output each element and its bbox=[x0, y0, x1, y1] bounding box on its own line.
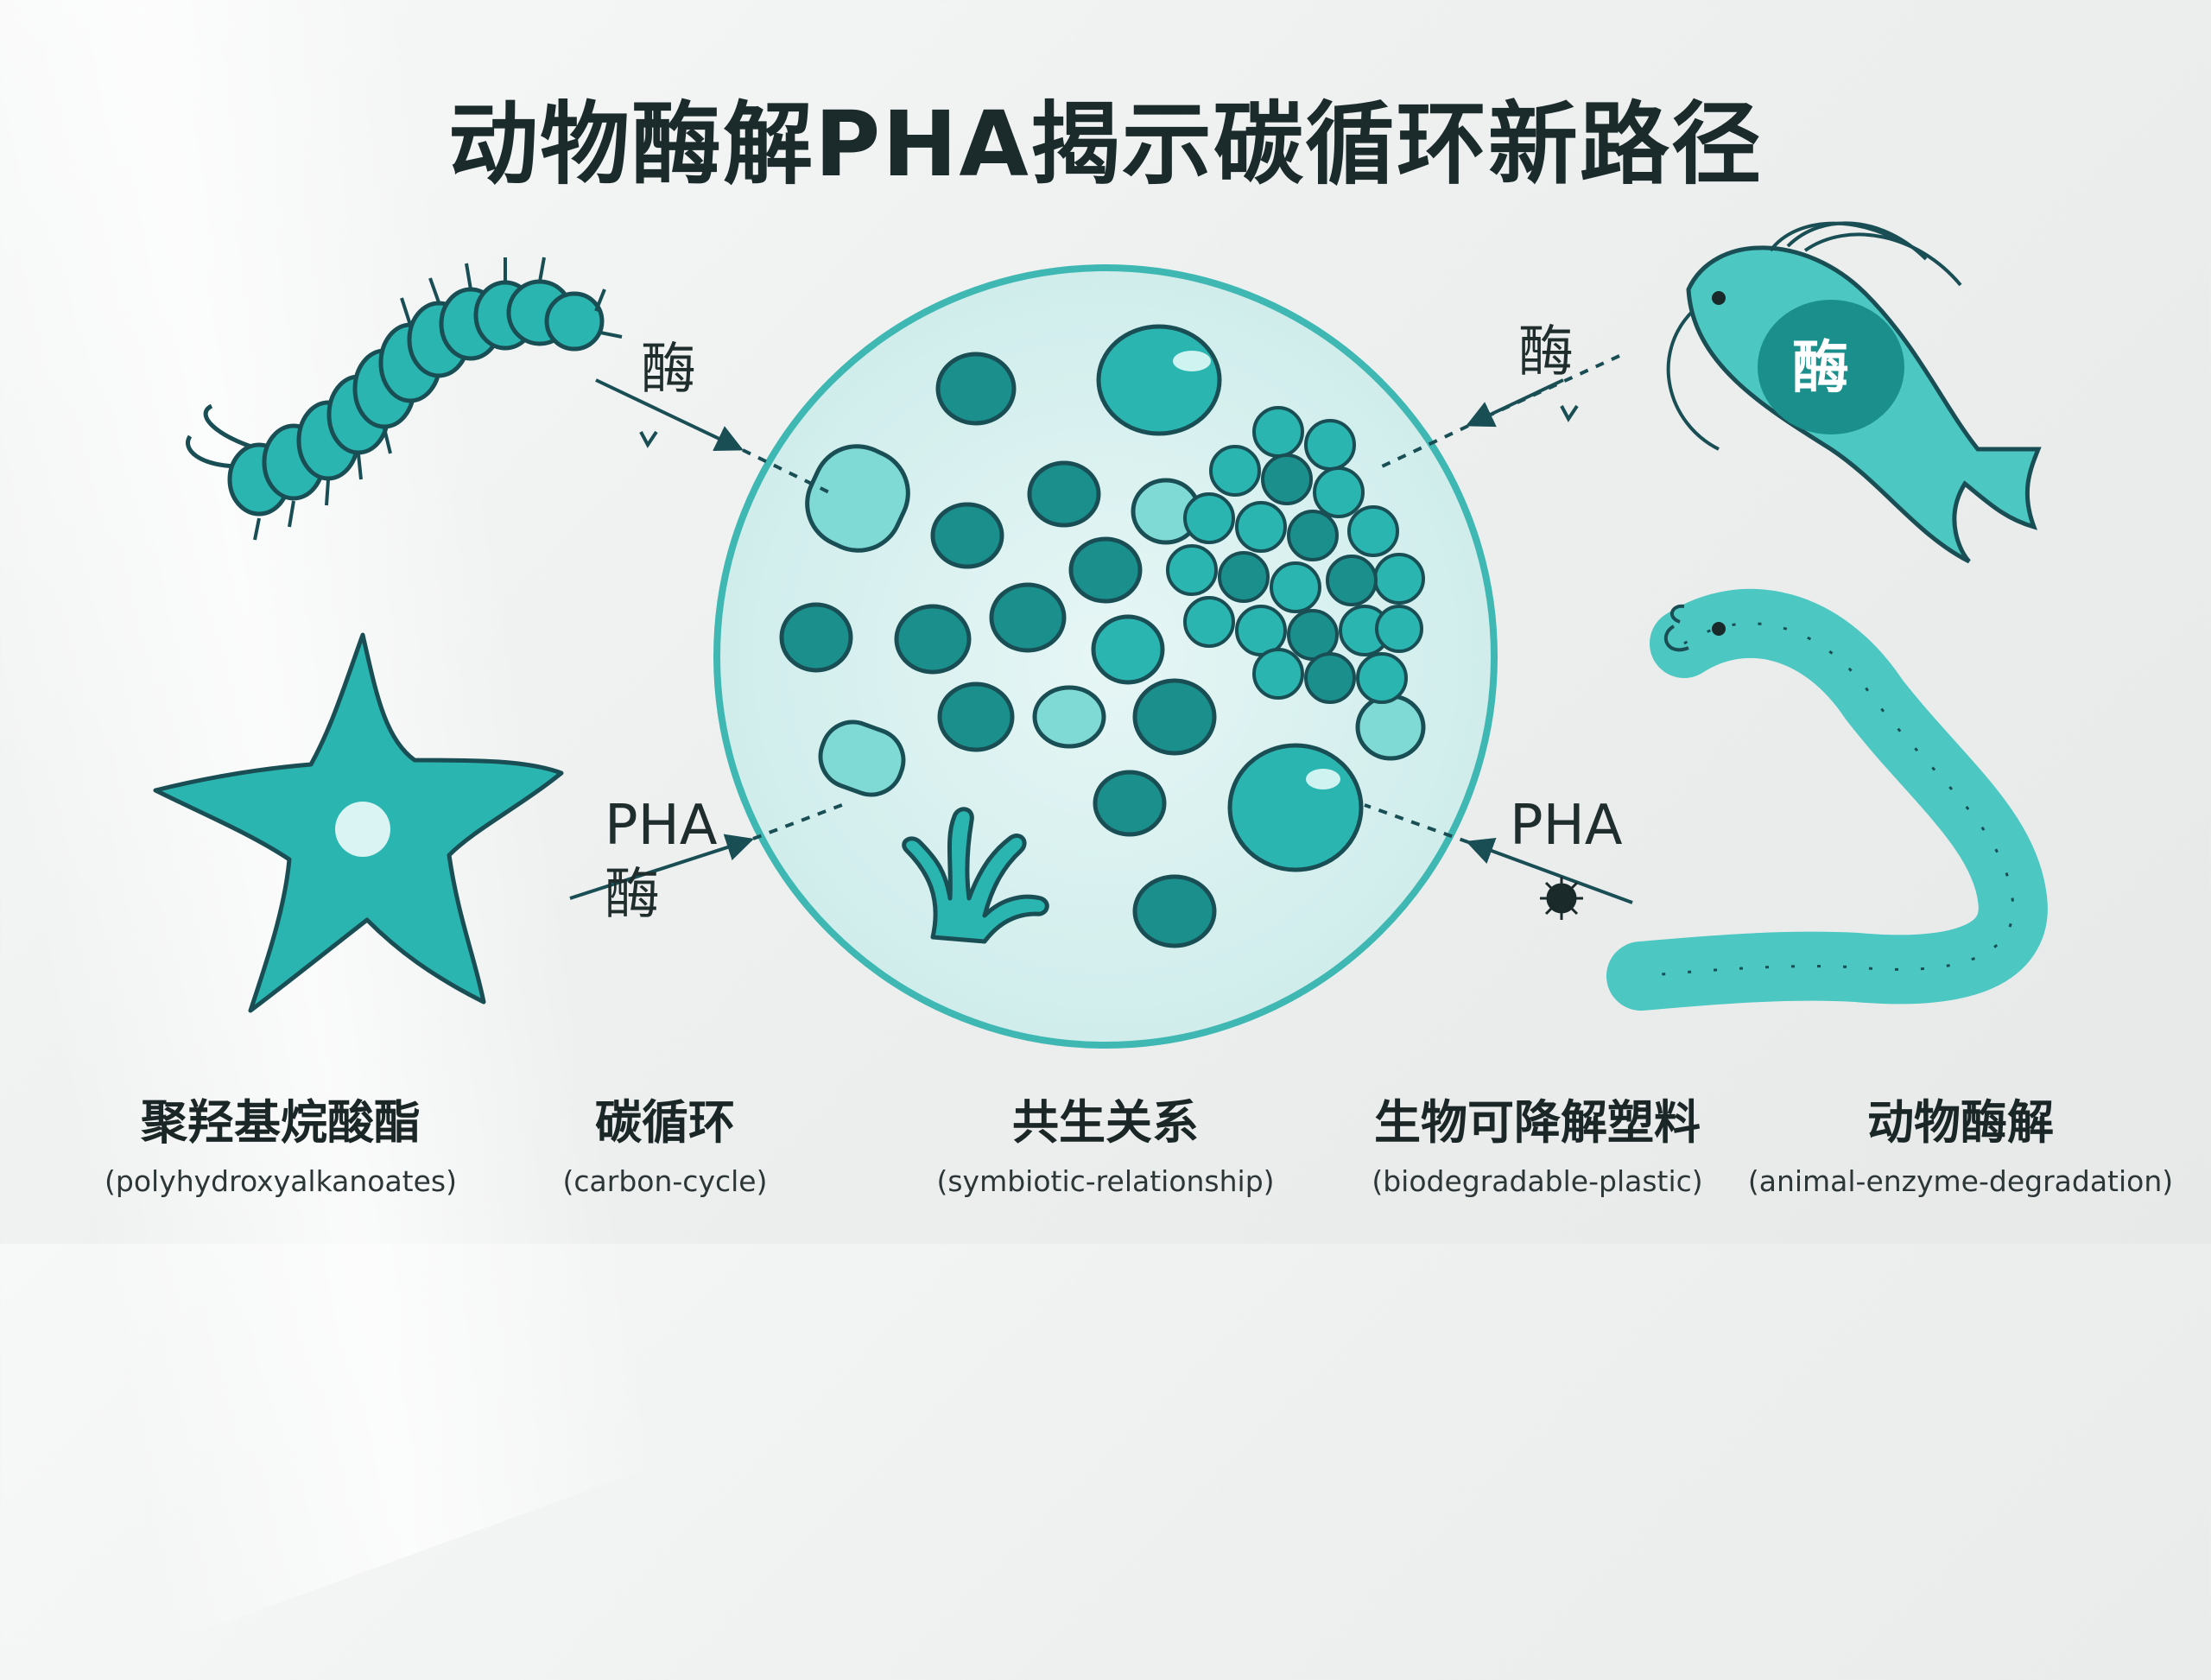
caption-en: (carbon-cycle) bbox=[562, 1164, 768, 1198]
enzyme-arrows bbox=[569, 354, 1633, 904]
label-pha-bottom-left: PHA bbox=[605, 794, 718, 858]
caption-biodegradable-plastic: 生物可降解塑料 (biodegradable-plastic) bbox=[1313, 1084, 1762, 1198]
caption-en: (biodegradable-plastic) bbox=[1372, 1164, 1703, 1198]
caption-symbiotic-relationship: 共生关系 (symbiotic-relationship) bbox=[881, 1084, 1330, 1198]
coral-symbiont-icon bbox=[902, 807, 1049, 944]
granule-cluster bbox=[1166, 406, 1425, 704]
caption-cn: 聚羟基烷酸酯 bbox=[141, 1095, 421, 1150]
bacterium-particle-icon bbox=[1540, 877, 1583, 920]
caption-animal-enzyme-degradation: 动物酶解 (animal-enzyme-degradation) bbox=[1736, 1084, 2185, 1198]
label-pha-bottom-right: PHA bbox=[1510, 794, 1623, 858]
caption-polyhydroxyalkanoates: 聚羟基烷酸酯 (polyhydroxyalkanoates) bbox=[56, 1084, 505, 1198]
label-enzyme-top-left: 酶 bbox=[641, 338, 696, 402]
caption-cn: 生物可降解塑料 bbox=[1374, 1095, 1701, 1150]
worm-icon bbox=[1606, 588, 2048, 1011]
caption-en: (animal-enzyme-degradation) bbox=[1747, 1164, 2174, 1198]
starfish-icon bbox=[153, 632, 564, 1013]
pha-granules bbox=[779, 324, 1426, 948]
diagram-canvas bbox=[153, 221, 2048, 1049]
caption-cn: 共生关系 bbox=[1012, 1095, 1199, 1150]
fish-icon bbox=[1666, 221, 2042, 564]
caption-cn: 动物酶解 bbox=[1867, 1095, 2054, 1150]
centipede-icon bbox=[186, 257, 623, 541]
label-fish-enzyme-badge: 酶 bbox=[1792, 334, 1849, 401]
caption-en: (symbiotic-relationship) bbox=[936, 1164, 1275, 1198]
caption-carbon-cycle: 碳循环 (carbon-cycle) bbox=[440, 1084, 890, 1198]
label-enzyme-top-right: 酶 bbox=[1518, 320, 1574, 384]
caption-en: (polyhydroxyalkanoates) bbox=[105, 1164, 457, 1198]
label-enzyme-bottom-left: 酶 bbox=[605, 863, 660, 927]
page-title: 动物酶解PHA揭示碳循环新路径 bbox=[448, 92, 1763, 197]
caption-cn: 碳循环 bbox=[595, 1095, 735, 1150]
